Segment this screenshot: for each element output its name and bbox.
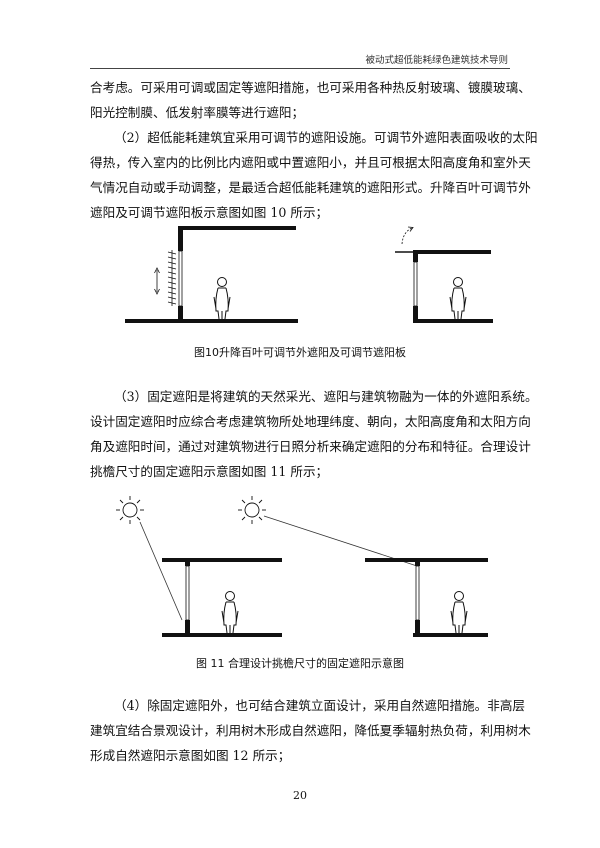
text-line: 气情况自动或手动调整，是最适合超低能耗建筑的遮阳形式。升降百叶可调节外 — [90, 180, 531, 195]
roof-slab — [413, 250, 491, 254]
person-icon — [450, 591, 468, 634]
floor-slab — [413, 319, 493, 323]
sun-icon — [115, 495, 145, 525]
wall-lower — [413, 306, 418, 320]
person-icon — [449, 277, 467, 320]
wall-upper — [413, 250, 418, 262]
person-icon — [213, 277, 231, 320]
sun-icon — [237, 495, 267, 525]
paragraph-1: 合考虑。可采用可调或固定等遮阳措施，也可采用各种热反射玻璃、镀膜玻璃、 阳光控制… — [90, 75, 531, 125]
figure-10-diagram — [125, 226, 493, 323]
wall-upper — [185, 558, 190, 566]
text-line: 合考虑。可采用可调或固定等遮阳措施，也可采用各种热反射玻璃、镀膜玻璃、 — [90, 80, 531, 95]
window-glass — [415, 565, 420, 621]
arrow-head-icon — [407, 226, 414, 232]
wall-lower — [178, 306, 183, 320]
floor-slab — [413, 633, 488, 637]
text-line: 设计固定遮阳时应综合考虑建筑物所处地理纬度、朝向，太阳高度角和太阳方向 — [90, 414, 531, 429]
paragraph-3: （3）固定遮阳是将建筑的天然采光、遮阳与建筑物融为一体的外遮阳系统。 设计固定遮… — [90, 384, 538, 484]
up-down-arrow-icon — [154, 267, 160, 295]
left-section — [125, 226, 298, 323]
window-glass — [185, 565, 190, 621]
wall-upper — [415, 558, 420, 566]
page-number: 20 — [293, 789, 307, 802]
figure-11-diagram — [115, 495, 488, 637]
rotation-arc-icon — [401, 227, 413, 245]
right-section — [237, 495, 488, 637]
text-line: 挑檐尺寸的固定遮阳示意图如图 11 所示； — [90, 464, 329, 479]
right-section — [395, 226, 493, 323]
text-line: （4）除固定遮阳外，也可结合建筑立面设计，采用自然遮阳措施。非高层 — [114, 698, 526, 713]
overhang-roof — [365, 558, 488, 562]
text-line: 建筑宜结合景观设计，利用树木形成自然遮阳，降低夏季辐射热负荷，利用树木 — [90, 723, 531, 738]
roof-slab — [178, 226, 296, 230]
person-icon — [221, 591, 239, 634]
paragraph-4: （4）除固定遮阳外，也可结合建筑立面设计，采用自然遮阳措施。非高层 建筑宜结合景… — [90, 693, 531, 768]
wall-upper — [178, 226, 183, 251]
louver-blind — [167, 250, 177, 306]
text-line: 得热，传入室内的比例比内遮阳或中置遮阳小，并且可根据太阳高度角和室外天 — [90, 155, 531, 170]
text-line: （3）固定遮阳是将建筑的天然采光、遮阳与建筑物融为一体的外遮阳系统。 — [114, 389, 538, 404]
wall-lower — [185, 620, 190, 634]
window-glass — [413, 261, 418, 307]
sun-ray — [139, 521, 183, 621]
figure-11-caption: 图 11 合理设计挑檐尺寸的固定遮阳示意图 — [196, 657, 404, 670]
text-line: 遮阳及可调节遮阳板示意图如图 10 所示； — [90, 205, 329, 220]
text-line: 阳光控制膜、低发射率膜等进行遮阳； — [90, 105, 305, 120]
paragraph-2: （2）超低能耗建筑宜采用可调节的遮阳设施。可调节外遮阳表面吸收的太阳 得热，传入… — [90, 125, 538, 225]
left-section — [115, 495, 282, 637]
sun-ray — [263, 515, 418, 567]
window-glass — [178, 250, 183, 307]
running-header: 被动式超低能耗绿色建筑技术导则 — [365, 55, 508, 66]
text-line: 形成自然遮阳示意图如图 12 所示； — [90, 748, 291, 763]
floor-slab — [125, 319, 298, 323]
floor-slab — [162, 633, 282, 637]
overhang-roof — [162, 558, 282, 562]
wall-lower — [415, 620, 420, 634]
text-line: （2）超低能耗建筑宜采用可调节的遮阳设施。可调节外遮阳表面吸收的太阳 — [114, 130, 538, 145]
figure-10-caption: 图10升降百叶可调节外遮阳及可调节遮阳板 — [194, 346, 406, 359]
text-line: 角及遮阳时间，通过对建筑物进行日照分析来确定遮阳的分布和特征。合理设计 — [90, 439, 531, 454]
header-rule — [90, 68, 510, 69]
